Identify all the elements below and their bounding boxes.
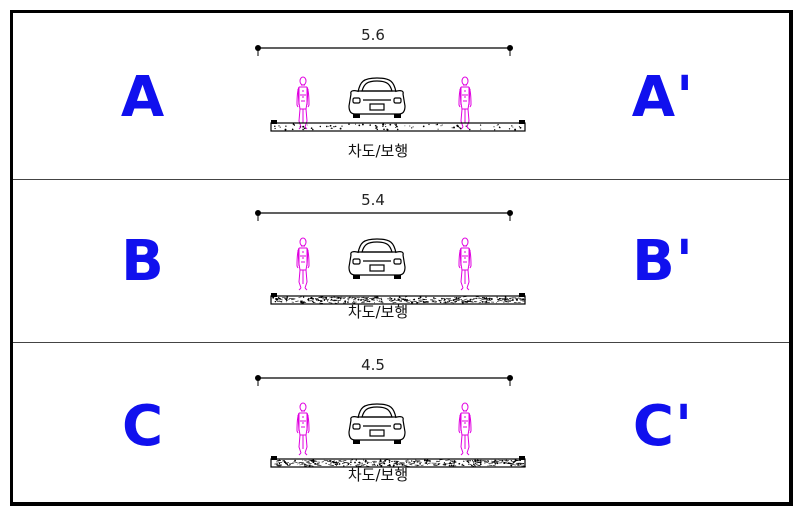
section-label-right: A' [631, 65, 695, 130]
width-dimension: 5.6 [361, 26, 385, 44]
section-label-right: C' [632, 394, 694, 459]
road-section-diagram: 5.6 차도/보행 [255, 26, 526, 160]
pedestrian-icon [458, 237, 472, 291]
pavement-section [270, 293, 526, 305]
section-divider [13, 179, 789, 180]
section-caption: 차도/보행 [348, 303, 408, 321]
section-label-right: B' [632, 229, 694, 294]
car-icon [348, 238, 406, 279]
drawing-frame: A A' 5.6 차도/보행 B B' [10, 10, 793, 506]
cross-section-panel-b: B B' 5.4 차도/보행 [13, 176, 789, 339]
pedestrian-icon [296, 237, 310, 291]
section-caption: 차도/보행 [348, 142, 408, 160]
road-section-diagram: 5.4 차도/보행 [255, 191, 526, 321]
section-divider [13, 342, 789, 343]
section-caption: 차도/보행 [348, 466, 408, 484]
pedestrian-icon [458, 76, 472, 130]
section-label-left: C [121, 394, 165, 459]
road-section-diagram: 4.5 차도/보행 [255, 356, 526, 484]
section-label-left: A [120, 65, 166, 130]
cross-section-panel-c: C C' 4.5 차도/보행 [13, 339, 789, 502]
pavement-section [270, 456, 526, 468]
width-dimension: 5.4 [361, 191, 385, 209]
car-icon [348, 403, 406, 444]
dimension-line [255, 210, 513, 221]
pavement-section [270, 120, 526, 132]
dimension-line [255, 45, 513, 56]
car-icon [348, 77, 406, 118]
pedestrian-icon [296, 76, 310, 130]
pedestrian-icon [458, 402, 472, 456]
section-label-left: B [121, 229, 165, 294]
dimension-line [255, 375, 513, 386]
pedestrian-icon [296, 402, 310, 456]
width-dimension: 4.5 [361, 356, 385, 374]
cross-section-panel-a: A A' 5.6 차도/보행 [13, 13, 789, 176]
